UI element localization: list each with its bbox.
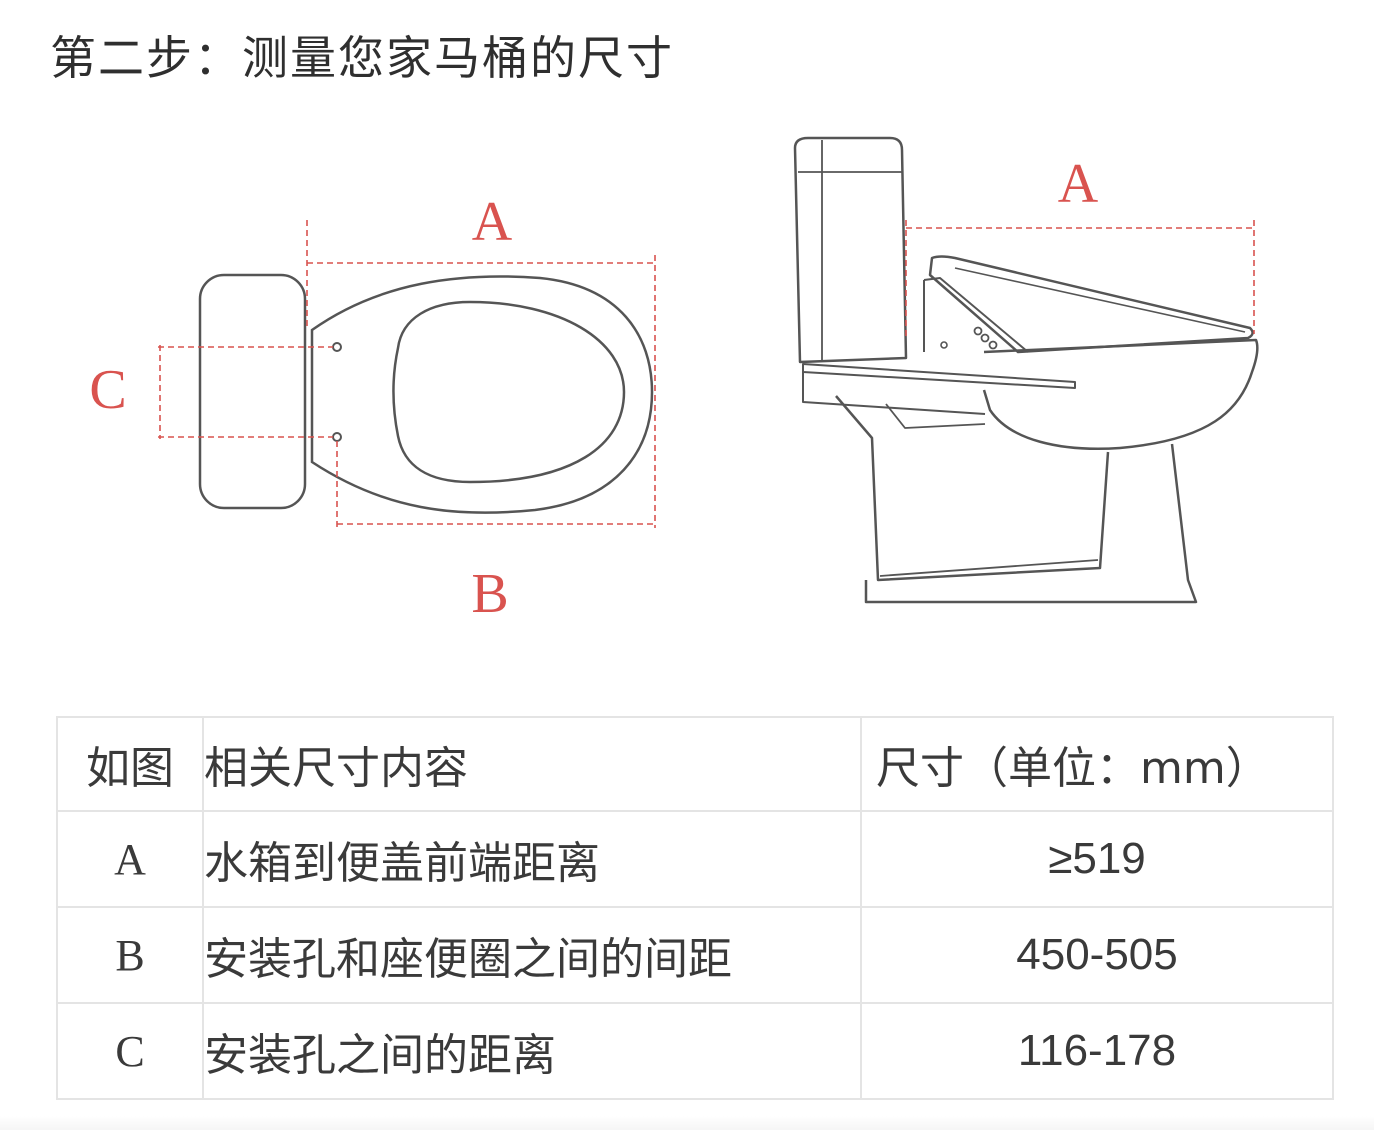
page-title: 第二步：测量您家马桶的尺寸 [50,31,674,85]
table-header-size: 尺寸（单位：mm） [860,716,1334,812]
tank-outline [198,273,307,510]
row-description: 水箱到便盖前端距离 [202,810,862,908]
seat-inner-outline [392,300,626,484]
mounting-hole-bottom [332,432,342,442]
seat-lid-outline [928,255,1254,354]
row-key: A [56,810,204,908]
bottom-shadow [0,1116,1374,1130]
table-header-figure: 如图 [56,716,204,812]
mounting-hole-top [332,342,342,352]
table-row: B 安装孔和座便圈之间的间距 450-505 [56,906,1334,1004]
top-view-label-a: A [472,191,513,253]
dimension-table: 如图 相关尺寸内容 尺寸（单位：mm） A 水箱到便盖前端距离 ≥519 B 安… [56,716,1334,1100]
table-row: A 水箱到便盖前端距离 ≥519 [56,810,1334,908]
row-size: ≥519 [860,810,1334,908]
table-header-row: 如图 相关尺寸内容 尺寸（单位：mm） [56,716,1334,812]
row-description: 安装孔和座便圈之间的间距 [202,906,862,1004]
bowl-outline [982,338,1259,450]
top-view-label-c: C [89,359,126,421]
row-size: 116-178 [860,1002,1334,1100]
side-view-label-a: A [1058,153,1099,215]
top-view-dimensions [158,220,656,528]
seat-outer-outline [310,275,654,514]
row-key: C [56,1002,204,1100]
side-view-dimensions [905,220,1255,338]
table-header-content: 相关尺寸内容 [202,716,862,812]
top-view-label-b: B [471,563,508,625]
row-description: 安装孔之间的距离 [202,1002,862,1100]
tank-side-outline [793,136,908,364]
pedestal-outline [835,395,1198,604]
top-view [198,273,654,514]
table-row: C 安装孔之间的距离 116-178 [56,1002,1334,1100]
row-size: 450-505 [860,906,1334,1004]
side-view [793,136,1259,604]
row-key: B [56,906,204,1004]
toilet-measurement-diagram: A B C A [89,136,1259,625]
